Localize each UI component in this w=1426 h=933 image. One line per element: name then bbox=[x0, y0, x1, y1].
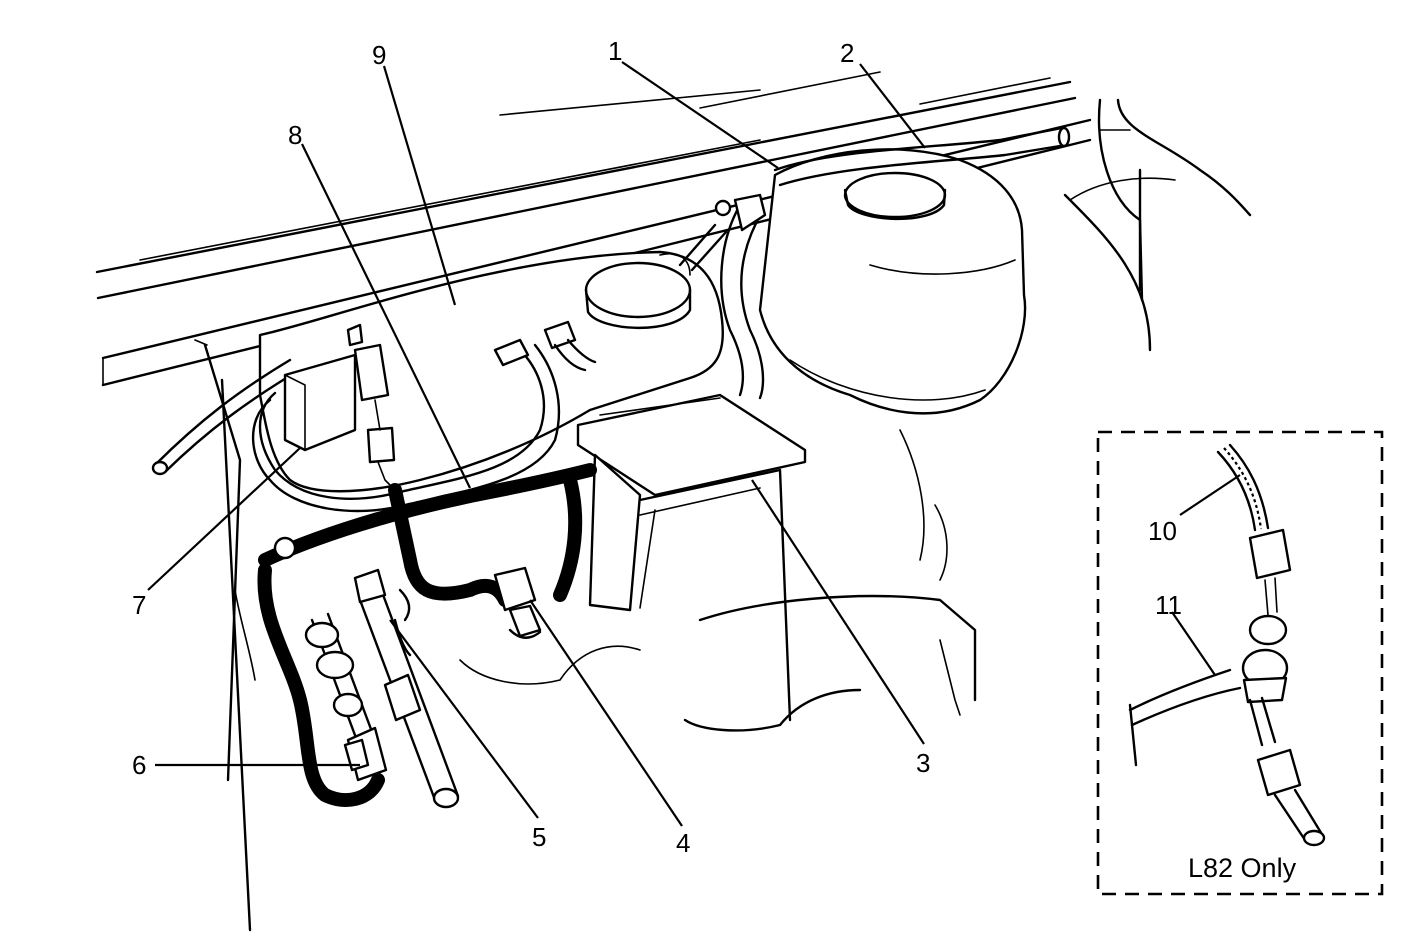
callout-7: 7 bbox=[132, 590, 146, 620]
callout-9: 9 bbox=[372, 40, 386, 70]
coolant-reservoir bbox=[758, 148, 1027, 581]
callout-2: 2 bbox=[840, 38, 854, 68]
strut-tower bbox=[1063, 98, 1252, 352]
callout-8: 8 bbox=[288, 120, 302, 150]
callout-3: 3 bbox=[916, 748, 930, 778]
callout-numbers: 1 2 3 4 5 6 7 8 9 10 11 bbox=[132, 36, 1182, 858]
inset-detail: L82 Only bbox=[1096, 430, 1384, 896]
lower-frame bbox=[194, 339, 977, 932]
relay-module bbox=[283, 323, 396, 491]
reservoir-hose bbox=[678, 193, 767, 400]
callout-6: 6 bbox=[132, 750, 146, 780]
callout-11: 11 bbox=[1155, 590, 1182, 620]
vacuum-pipe bbox=[353, 568, 460, 809]
callout-5: 5 bbox=[532, 822, 546, 852]
leader-lines bbox=[147, 61, 1241, 827]
callout-1: 1 bbox=[608, 36, 622, 66]
inset-label-l82-only: L82 Only bbox=[1188, 853, 1297, 883]
callout-4: 4 bbox=[676, 828, 690, 858]
wiring-harness bbox=[258, 463, 597, 639]
inset-border bbox=[1096, 430, 1384, 896]
overflow-hose bbox=[773, 126, 1071, 187]
callout-10: 10 bbox=[1148, 516, 1177, 546]
support-bracket bbox=[576, 393, 807, 722]
hose-connector-stack bbox=[304, 612, 388, 782]
left-corrugated-hose bbox=[257, 536, 385, 807]
hood-prop-rod bbox=[151, 358, 298, 476]
